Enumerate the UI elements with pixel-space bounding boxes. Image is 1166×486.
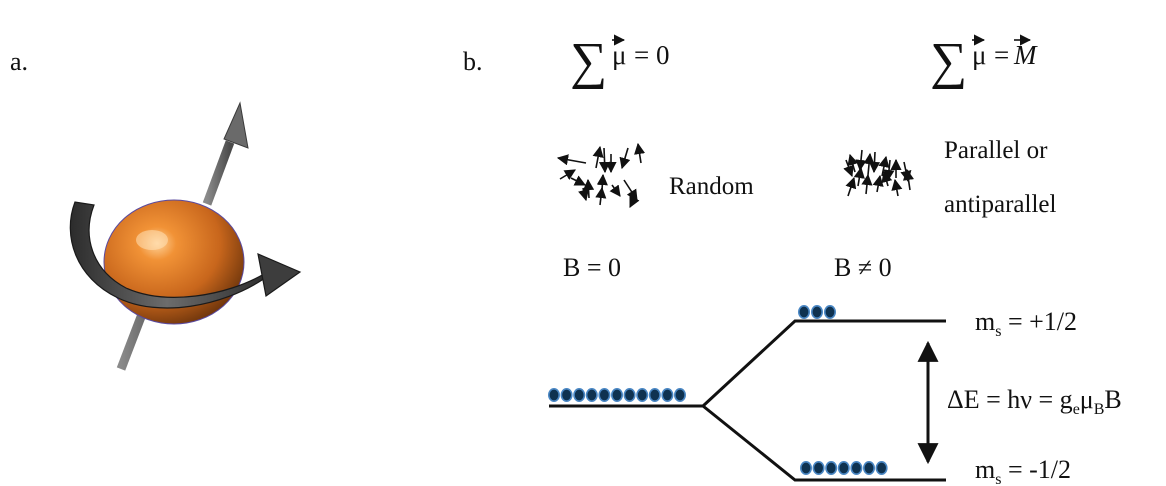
moment-arrow	[902, 168, 915, 191]
moment-arrow	[609, 184, 621, 197]
b-zero-label: B = 0	[563, 253, 621, 282]
moment-arrow	[868, 151, 881, 174]
moment-arrow	[872, 174, 884, 193]
b-nonzero-label: B ≠ 0	[834, 253, 892, 282]
upper-level-line	[701, 319, 946, 408]
moment-arrow	[570, 175, 587, 186]
moment-arrow	[843, 159, 854, 178]
moment-arrow	[578, 187, 589, 202]
electron-dot	[636, 387, 649, 402]
ground-population	[547, 387, 686, 402]
moment-arrow	[592, 145, 604, 169]
moment-arrow	[845, 176, 857, 197]
sum-equation-with-field: ∑ μ = M	[930, 33, 1038, 90]
electron-dot	[812, 460, 825, 475]
electron-dot	[875, 460, 888, 475]
electron-dot	[797, 304, 810, 319]
panel-b-label: b.	[463, 47, 483, 76]
moment-arrow	[847, 153, 859, 173]
sum-equals: =	[994, 40, 1009, 70]
electron-dot	[850, 460, 863, 475]
electron-dot	[823, 304, 836, 319]
moment-arrow	[863, 152, 875, 176]
electron-dot	[623, 387, 636, 402]
moment-arrow	[598, 147, 611, 174]
electron-dot	[810, 304, 823, 319]
moment-arrow	[629, 194, 640, 209]
moment-arrow	[619, 147, 631, 170]
sum-equation-zero-field: ∑ μ = 0	[570, 33, 669, 90]
lower-state-label: ms = -1/2	[975, 455, 1071, 486]
spinning-electron-icon	[69, 101, 302, 371]
lower-population	[799, 460, 888, 475]
lower-level-line	[702, 404, 946, 482]
electron-dot	[648, 387, 661, 402]
magnetization-symbol: M	[1013, 40, 1038, 70]
electron-dot	[799, 460, 812, 475]
moment-arrow	[582, 178, 595, 199]
energy-gap-equation: ΔE = hν = geμBB	[947, 385, 1122, 418]
moment-arrow	[883, 159, 895, 182]
electron-dot	[825, 460, 838, 475]
summation-symbol: ∑	[930, 33, 967, 90]
moment-arrow	[861, 173, 873, 195]
moment-arrow	[556, 154, 587, 166]
upper-population	[797, 304, 836, 319]
moment-arrow	[881, 170, 893, 187]
moment-arrow	[634, 142, 646, 164]
aligned-moments-cluster	[843, 149, 915, 197]
electron-dot	[610, 387, 623, 402]
mu-symbol: μ	[612, 40, 626, 70]
moment-arrow	[891, 178, 903, 197]
electron-dot	[547, 387, 560, 402]
panel-a-label: a.	[10, 47, 28, 76]
moment-arrow	[596, 173, 608, 191]
moment-arrow	[559, 169, 576, 180]
moment-arrow	[595, 186, 607, 206]
electron-dot	[560, 387, 573, 402]
electron-dot	[573, 387, 586, 402]
random-label: Random	[669, 173, 754, 200]
electron-dot	[862, 460, 875, 475]
sum-zero-value: = 0	[634, 40, 669, 70]
aligned-label-line1: Parallel or	[944, 137, 1048, 164]
energy-level-diagram: ms = +1/2 ms = -1/2 ΔE = hν = geμBB	[547, 304, 1122, 486]
upper-state-label: ms = +1/2	[975, 307, 1077, 340]
moment-arrow	[855, 149, 867, 172]
summation-symbol: ∑	[570, 33, 607, 90]
electron-dot	[837, 460, 850, 475]
random-moments-cluster	[556, 142, 646, 209]
electron-dot	[585, 387, 598, 402]
moment-arrow	[853, 166, 865, 187]
mu-symbol: μ	[972, 40, 986, 70]
electron-dot	[673, 387, 686, 402]
electron-dot	[661, 387, 674, 402]
aligned-label-line2: antiparallel	[944, 191, 1056, 218]
electron-dot	[598, 387, 611, 402]
